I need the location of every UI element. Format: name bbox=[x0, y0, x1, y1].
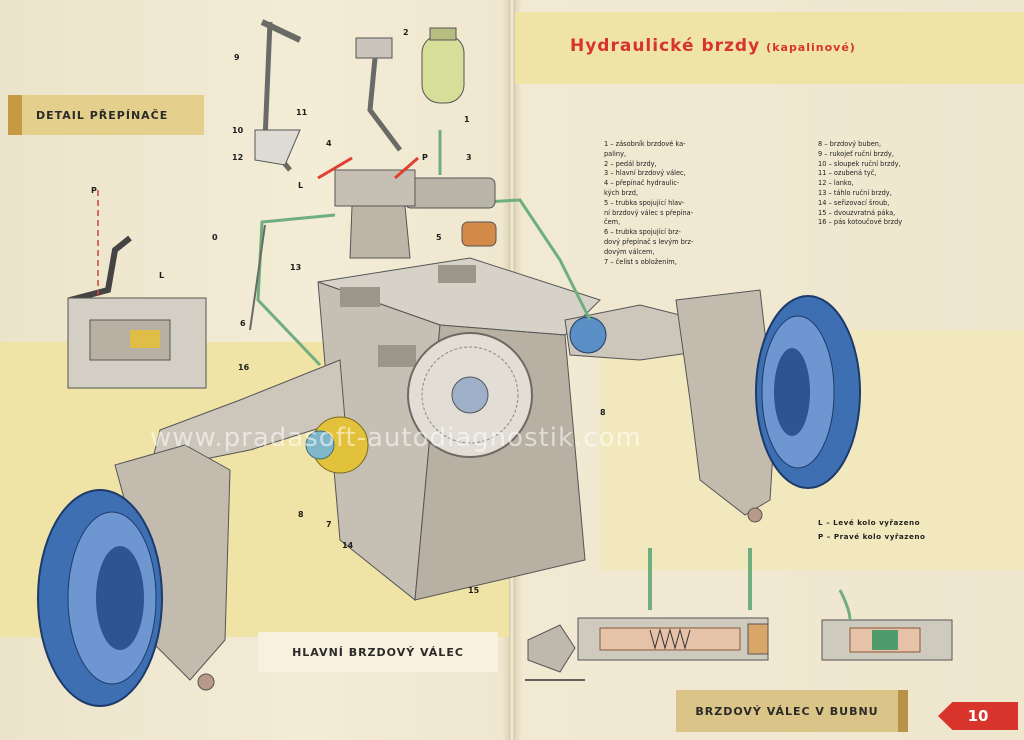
watermark: www.pradasoft-autodiagnostik.com bbox=[150, 423, 642, 453]
legend-left-line: 7 – čelist s obložením, bbox=[604, 257, 677, 266]
transmission-housing bbox=[317, 257, 601, 601]
legend-right-line: 14 – seřizovací šroub, bbox=[818, 198, 890, 207]
title-main: Hydraulické brzdy bbox=[570, 36, 761, 56]
brake-pedal bbox=[355, 37, 402, 152]
callout-6: 6 bbox=[240, 319, 246, 328]
legend-left-line: kých brzd, bbox=[604, 188, 639, 197]
legend-right-line: 10 – sloupek ruční brzdy, bbox=[818, 159, 901, 168]
switch-detail bbox=[67, 190, 207, 389]
callout-15: 15 bbox=[468, 586, 480, 595]
legend-left-line: 4 – přepínač hydraulic- bbox=[604, 179, 680, 188]
legend-left-line: 1 – zásobník brzdové ka- bbox=[604, 140, 686, 148]
legend-right-line: 15 – dvouzvratná páka, bbox=[818, 208, 896, 217]
callout-p-top: P bbox=[422, 153, 428, 162]
reservoir bbox=[421, 27, 465, 104]
legend-switch-line: L – Levé kolo vyřazeno bbox=[818, 518, 921, 527]
right-swing-axle bbox=[564, 289, 776, 523]
master-cylinder-label: HLAVNÍ BRZDOVÝ VÁLEC bbox=[258, 632, 498, 672]
detail-label: DETAIL PŘEPÍNAČE bbox=[8, 95, 204, 135]
legend-left-line: paliny, bbox=[604, 149, 627, 158]
legend-right-line: 12 – lanko, bbox=[818, 179, 854, 188]
wheel-cylinder-drawing bbox=[821, 589, 953, 661]
legend-right: 8 – brzdový buben, 9 – rukojeť ruční brz… bbox=[818, 140, 978, 228]
brake-switch bbox=[317, 156, 419, 259]
page-number-tab: 10 bbox=[938, 702, 1018, 730]
master-cylinder-cutaway bbox=[525, 548, 769, 681]
legend-left-line: ní brzdový válec s přepína- bbox=[604, 208, 694, 217]
callout-12: 12 bbox=[232, 153, 243, 162]
legend-right-line: 13 – táhlo ruční brzdy, bbox=[818, 188, 892, 197]
title-subtitle: (kapalinové) bbox=[766, 41, 856, 54]
callout-p-left: P bbox=[91, 186, 97, 195]
legend-left-line: čem, bbox=[604, 218, 621, 227]
callout-11: 11 bbox=[296, 108, 308, 117]
legend-left-line: 2 – pedál brzdy, bbox=[604, 159, 657, 168]
legend-left-line: 5 – trubka spojující hlav- bbox=[604, 198, 685, 207]
callout-l-top: L bbox=[298, 181, 303, 190]
page-title: Hydraulické brzdy (kapalinové) bbox=[570, 36, 856, 56]
legend-left-line: 6 – trubka spojující brz- bbox=[604, 228, 681, 237]
legend-left-line: dový přepínač s levým brz- bbox=[604, 237, 694, 246]
legend-left-line: dovým válcem, bbox=[604, 247, 655, 256]
callout-zero: 0 bbox=[212, 233, 218, 242]
handbrake bbox=[249, 19, 302, 331]
callout-13: 13 bbox=[290, 263, 301, 272]
right-brake-drum bbox=[755, 295, 861, 489]
callout-1: 1 bbox=[464, 115, 470, 124]
legend-switch: L – Levé kolo vyřazeno P – Pravé kolo vy… bbox=[818, 516, 925, 544]
callout-7: 7 bbox=[326, 520, 332, 529]
legend-right-line: 8 – brzdový buben, bbox=[818, 140, 882, 148]
left-brake-drum bbox=[37, 489, 163, 707]
callout-9: 9 bbox=[234, 53, 240, 62]
legend-left: 1 – zásobník brzdové ka- paliny, 2 – ped… bbox=[604, 140, 714, 267]
callout-2: 2 bbox=[403, 28, 409, 37]
master-cylinder bbox=[404, 177, 497, 247]
legend-right-line: 9 – rukojeť ruční brzdy, bbox=[818, 149, 894, 158]
callout-5: 5 bbox=[436, 233, 442, 242]
callout-l-left: L bbox=[159, 271, 164, 280]
legend-switch-line: P – Pravé kolo vyřazeno bbox=[818, 532, 926, 541]
legend-right-line: 16 – pás kotoučové brzdy bbox=[818, 218, 903, 227]
callout-8-left: 8 bbox=[298, 510, 304, 519]
legend-right-line: 11 – ozubená tyč, bbox=[818, 169, 877, 178]
wheel-cylinder-label: BRZDOVÝ VÁLEC V BUBNU bbox=[676, 690, 908, 732]
callout-8-right: 8 bbox=[600, 408, 606, 417]
legend-left-line: 3 – hlavní brzdový válec, bbox=[604, 169, 686, 178]
callout-10: 10 bbox=[232, 126, 244, 135]
callout-16: 16 bbox=[238, 363, 250, 372]
callout-14: 14 bbox=[342, 541, 354, 550]
left-swing-axle bbox=[114, 359, 369, 691]
callout-4: 4 bbox=[326, 139, 332, 148]
yellow-band-right-top bbox=[515, 12, 1024, 84]
callout-3: 3 bbox=[466, 153, 472, 162]
